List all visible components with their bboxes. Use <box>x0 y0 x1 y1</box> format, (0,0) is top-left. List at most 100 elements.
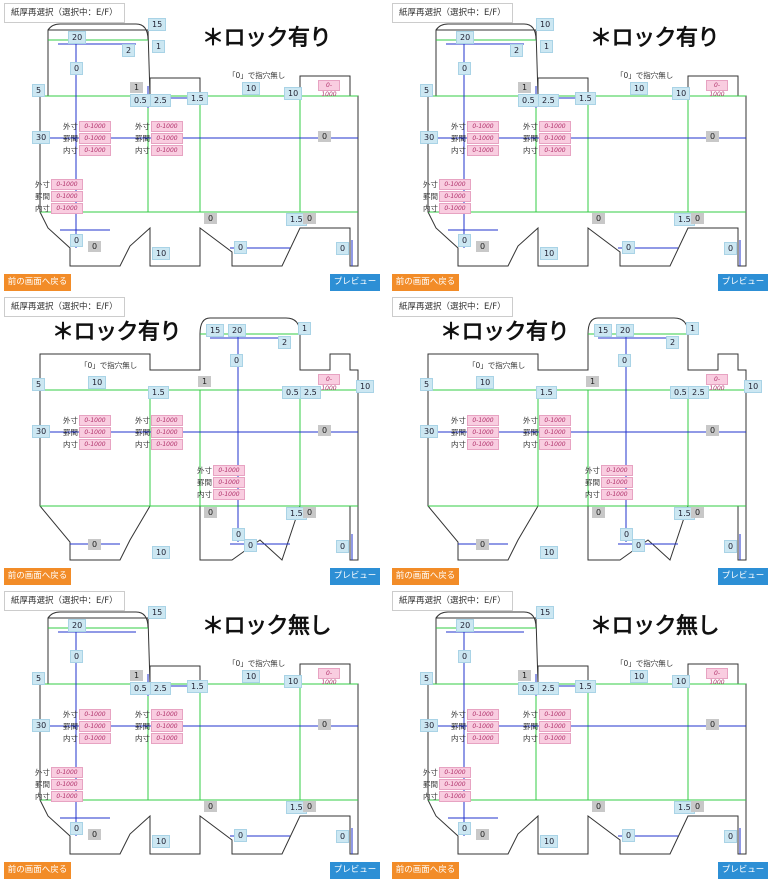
gray-box[interactable]: 0 <box>88 241 102 252</box>
dim-box[interactable]: 2.5 <box>300 386 321 399</box>
reselect-thickness-button[interactable]: 紙厚再選択（選択中：E/F） <box>392 297 513 317</box>
dim-box[interactable]: 20 <box>456 619 475 632</box>
ruled-gap-input[interactable]: 0-1000 <box>51 778 83 790</box>
gray-box[interactable]: 0 <box>706 425 720 436</box>
dim-box[interactable]: 20 <box>68 31 87 44</box>
ruled-gap-input[interactable]: 0-1000 <box>539 426 571 438</box>
gray-box[interactable]: 0 <box>318 131 332 142</box>
dim-box[interactable]: 0 <box>724 540 738 553</box>
flap-input[interactable]: 0-1000 <box>318 374 340 392</box>
dim-box[interactable]: 0 <box>70 822 84 835</box>
dim-box[interactable]: 0 <box>232 528 246 541</box>
ruled-gap-input[interactable]: 0-1000 <box>467 426 499 438</box>
dim-box[interactable]: 0 <box>230 354 244 367</box>
gray-box[interactable]: 0 <box>204 801 218 812</box>
reselect-thickness-button[interactable]: 紙厚再選択（選択中：E/F） <box>4 3 125 23</box>
inner-size-input[interactable]: 0-1000 <box>79 438 111 450</box>
outer-size-input[interactable]: 0-1000 <box>439 178 471 190</box>
preview-button[interactable]: プレビュー <box>718 862 768 879</box>
dim-box[interactable]: 10 <box>672 87 691 100</box>
dim-box[interactable]: 10 <box>540 835 559 848</box>
dim-box[interactable]: 15 <box>536 606 555 619</box>
outer-size-input[interactable]: 0-1000 <box>539 414 571 426</box>
dim-box[interactable]: 15 <box>148 606 167 619</box>
gray-box[interactable]: 0 <box>204 213 218 224</box>
inner-size-input[interactable]: 0-1000 <box>439 202 471 214</box>
gray-box[interactable]: 0 <box>318 719 332 730</box>
dim-box[interactable]: 10 <box>744 380 763 393</box>
dim-box[interactable]: 2 <box>510 44 524 57</box>
outer-size-input[interactable]: 0-1000 <box>79 120 111 132</box>
dim-box[interactable]: 0 <box>622 829 636 842</box>
gray-box[interactable]: 1 <box>198 376 212 387</box>
dim-box[interactable]: 1.5 <box>674 801 695 814</box>
ruled-gap-input[interactable]: 0-1000 <box>439 190 471 202</box>
dim-box[interactable]: 0 <box>336 540 350 553</box>
dim-box[interactable]: 30 <box>420 425 439 438</box>
gray-box[interactable]: 0 <box>303 213 317 224</box>
dim-box[interactable]: 1.5 <box>148 386 169 399</box>
reselect-thickness-button[interactable]: 紙厚再選択（選択中：E/F） <box>392 591 513 611</box>
flap-input[interactable]: 0-1000 <box>706 80 728 98</box>
dim-box[interactable]: 10 <box>242 82 261 95</box>
inner-size-input[interactable]: 0-1000 <box>151 144 183 156</box>
dim-box[interactable]: 0 <box>622 241 636 254</box>
back-button[interactable]: 前の画面へ戻る <box>4 274 71 291</box>
dim-box[interactable]: 10 <box>284 675 303 688</box>
dim-box[interactable]: 0.5 <box>130 94 151 107</box>
dim-box[interactable]: 10 <box>284 87 303 100</box>
dim-box[interactable]: 1.5 <box>187 680 208 693</box>
inner-size-input[interactable]: 0-1000 <box>601 488 633 500</box>
dim-box[interactable]: 15 <box>148 18 167 31</box>
dim-box[interactable]: 1 <box>298 322 312 335</box>
gray-box[interactable]: 0 <box>303 801 317 812</box>
gray-box[interactable]: 0 <box>691 213 705 224</box>
outer-size-input[interactable]: 0-1000 <box>51 766 83 778</box>
gray-box[interactable]: 0 <box>691 801 705 812</box>
dim-box[interactable]: 10 <box>630 670 649 683</box>
dim-box[interactable]: 0 <box>234 241 248 254</box>
preview-button[interactable]: プレビュー <box>718 274 768 291</box>
dim-box[interactable]: 0 <box>70 62 84 75</box>
dim-box[interactable]: 10 <box>630 82 649 95</box>
dim-box[interactable]: 1.5 <box>187 92 208 105</box>
dim-box[interactable]: 10 <box>88 376 107 389</box>
ruled-gap-input[interactable]: 0-1000 <box>539 132 571 144</box>
dim-box[interactable]: 1 <box>152 40 166 53</box>
dim-box[interactable]: 30 <box>420 719 439 732</box>
inner-size-input[interactable]: 0-1000 <box>79 732 111 744</box>
outer-size-input[interactable]: 0-1000 <box>439 766 471 778</box>
gray-box[interactable]: 0 <box>592 507 606 518</box>
outer-size-input[interactable]: 0-1000 <box>213 464 245 476</box>
ruled-gap-input[interactable]: 0-1000 <box>467 720 499 732</box>
dim-box[interactable]: 0.5 <box>282 386 303 399</box>
dim-box[interactable]: 0 <box>458 650 472 663</box>
outer-size-input[interactable]: 0-1000 <box>151 120 183 132</box>
dim-box[interactable]: 30 <box>32 425 51 438</box>
back-button[interactable]: 前の画面へ戻る <box>4 862 71 879</box>
gray-box[interactable]: 0 <box>476 539 490 550</box>
dim-box[interactable]: 1.5 <box>674 213 695 226</box>
dim-box[interactable]: 2.5 <box>688 386 709 399</box>
outer-size-input[interactable]: 0-1000 <box>151 414 183 426</box>
gray-box[interactable]: 1 <box>518 82 532 93</box>
inner-size-input[interactable]: 0-1000 <box>539 438 571 450</box>
dim-box[interactable]: 0 <box>336 830 350 843</box>
dim-box[interactable]: 1 <box>686 322 700 335</box>
dim-box[interactable]: 2.5 <box>538 682 559 695</box>
dim-box[interactable]: 0 <box>70 234 84 247</box>
ruled-gap-input[interactable]: 0-1000 <box>79 132 111 144</box>
dim-box[interactable]: 0 <box>70 650 84 663</box>
flap-input[interactable]: 0-1000 <box>706 668 728 686</box>
ruled-gap-input[interactable]: 0-1000 <box>151 426 183 438</box>
dim-box[interactable]: 0.5 <box>670 386 691 399</box>
dim-box[interactable]: 30 <box>32 719 51 732</box>
gray-box[interactable]: 1 <box>130 82 144 93</box>
gray-box[interactable]: 1 <box>518 670 532 681</box>
reselect-thickness-button[interactable]: 紙厚再選択（選択中：E/F） <box>4 591 125 611</box>
outer-size-input[interactable]: 0-1000 <box>467 120 499 132</box>
dim-box[interactable]: 2.5 <box>538 94 559 107</box>
inner-size-input[interactable]: 0-1000 <box>151 438 183 450</box>
gray-box[interactable]: 0 <box>88 539 102 550</box>
ruled-gap-input[interactable]: 0-1000 <box>601 476 633 488</box>
